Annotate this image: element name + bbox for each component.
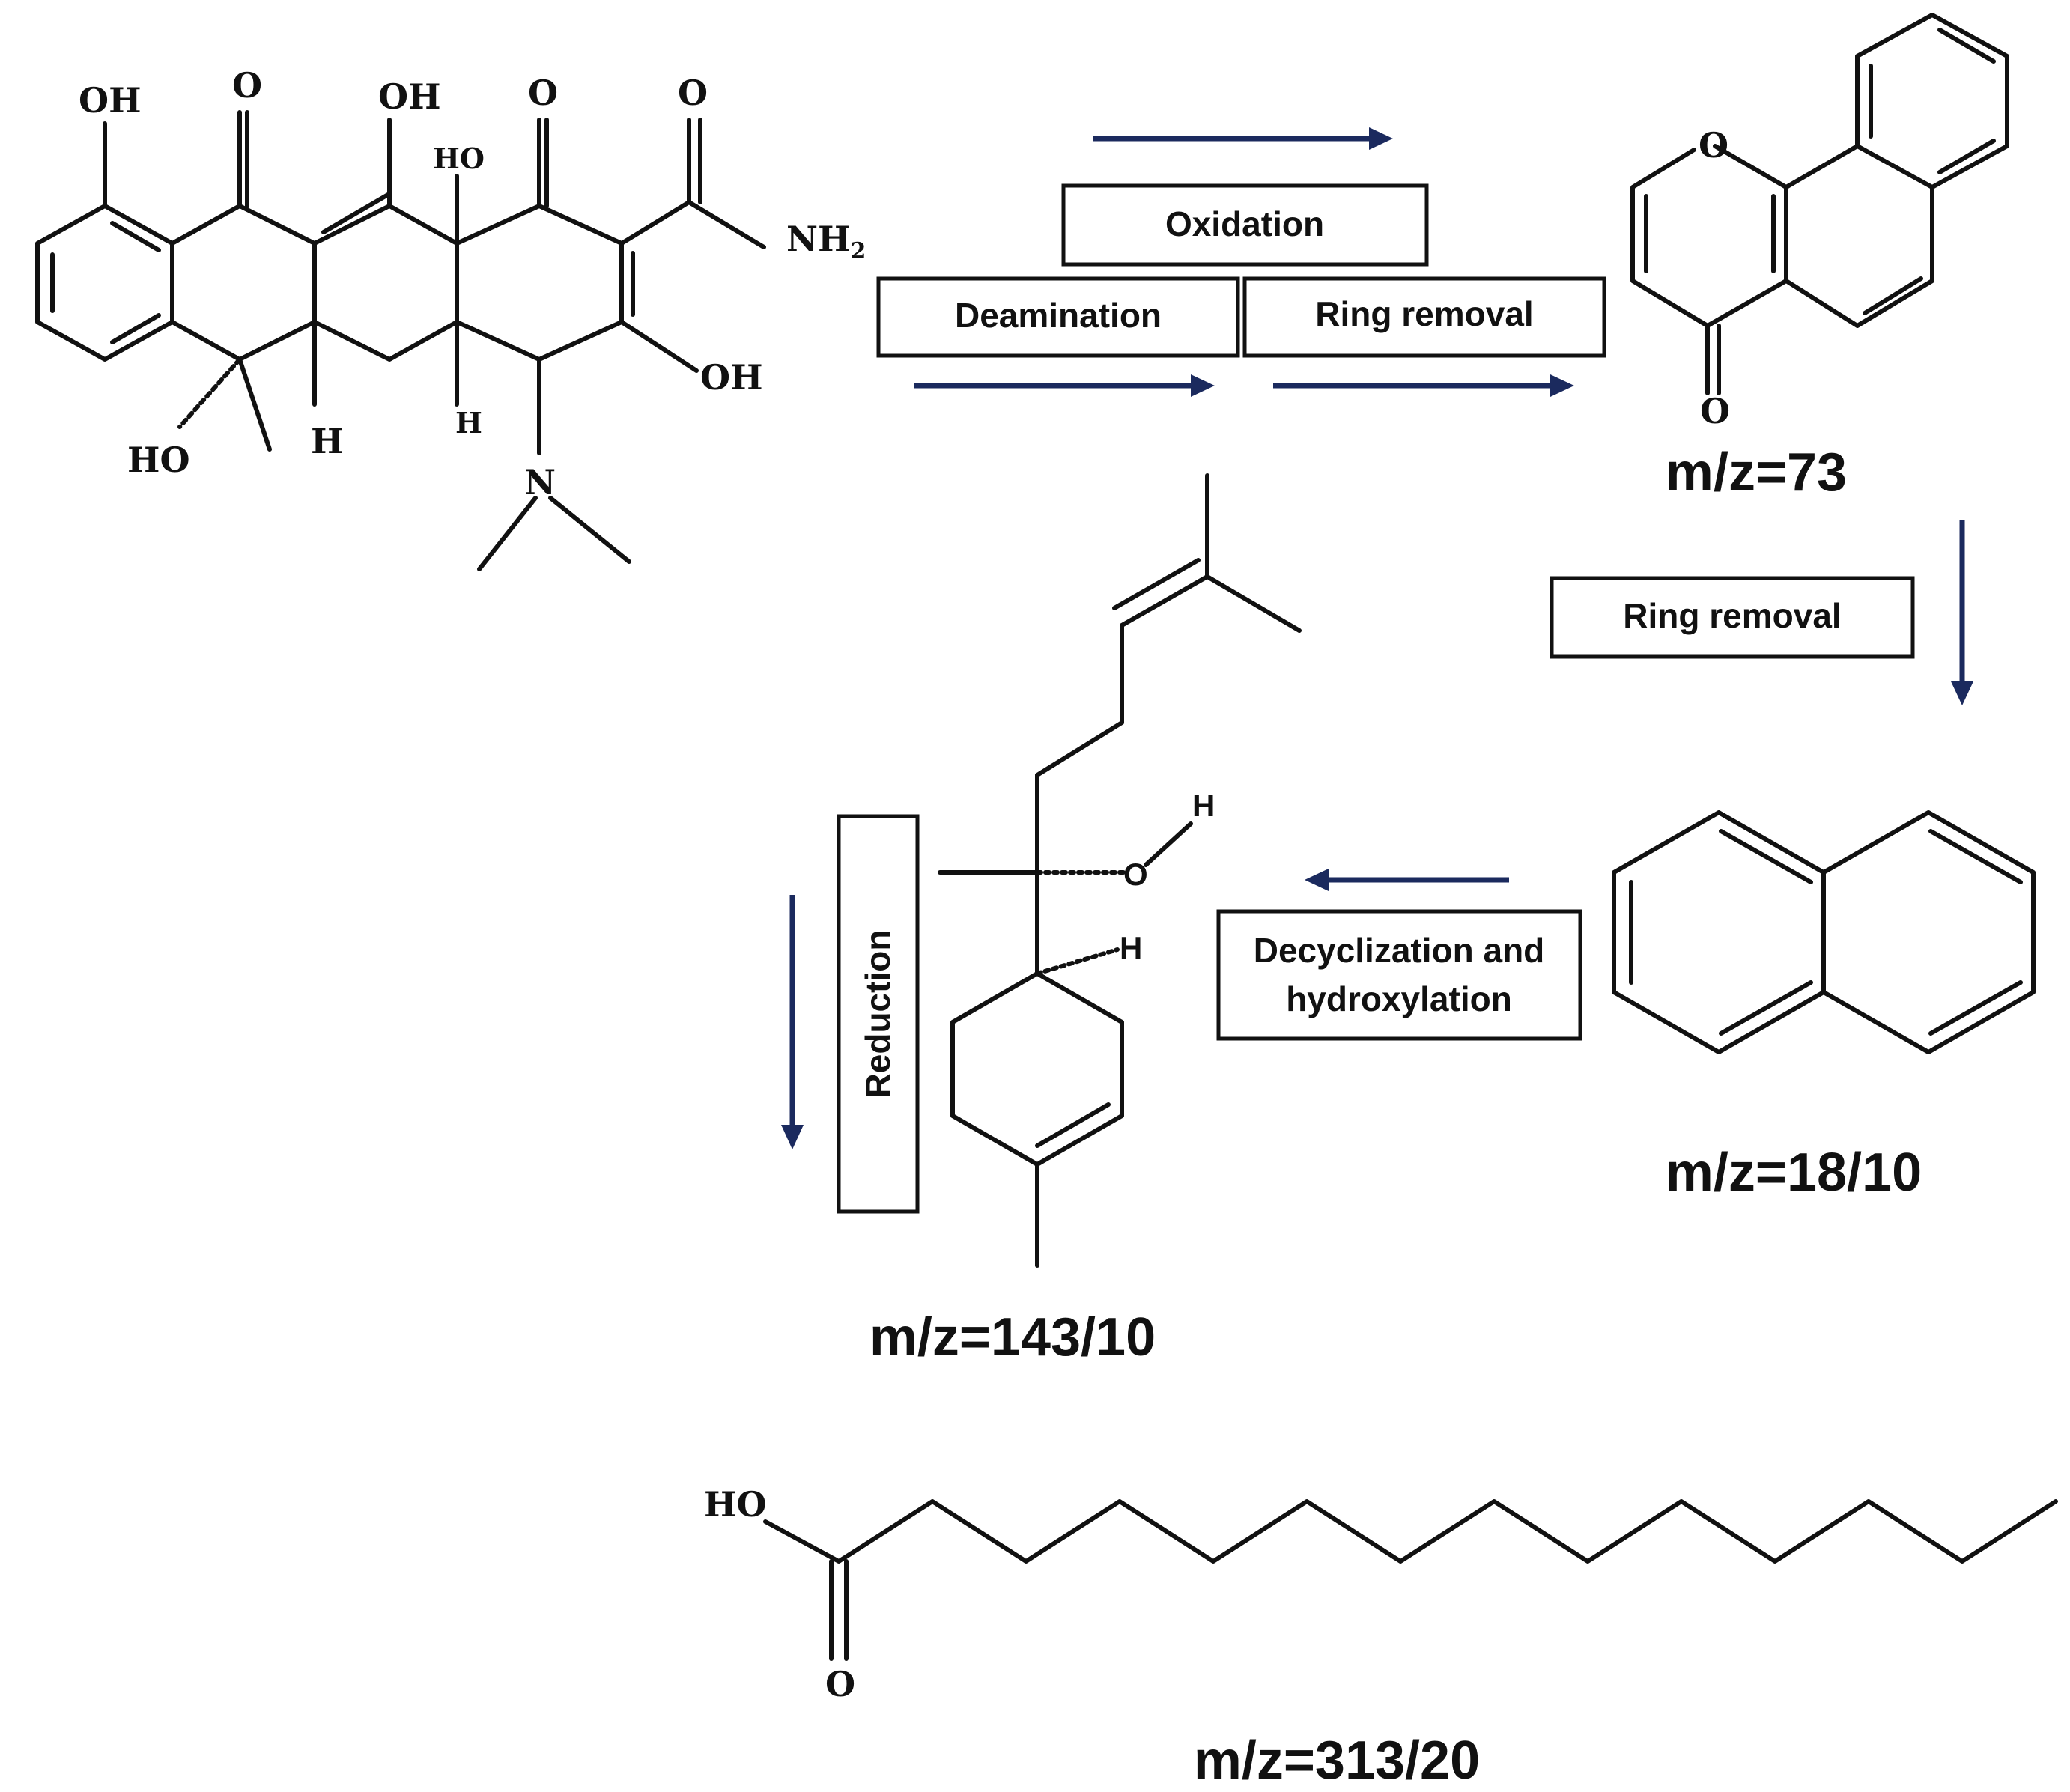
product-mz-313-20-label: m/z=313/20 bbox=[1194, 1731, 1480, 1791]
tetracycline-o-label: O bbox=[232, 65, 262, 106]
deamination-arrow bbox=[914, 374, 1215, 397]
ring-removal-step-box bbox=[1242, 276, 1606, 358]
ring-removal-arrow bbox=[1273, 374, 1574, 397]
product-mz-143-10-label: m/z=143/10 bbox=[869, 1307, 1156, 1367]
product-mz-73-label: m/z=73 bbox=[1666, 443, 1847, 502]
terpene-oxygen-label: O bbox=[1123, 857, 1148, 892]
deamination-step-label: Deamination bbox=[955, 296, 1162, 335]
tetracycline-oh-label: OH bbox=[79, 80, 142, 121]
fatty-acid-structure: HO O bbox=[704, 1484, 2058, 1704]
decyclization-step-label-line1: Decyclization and bbox=[1254, 931, 1545, 970]
ring-removal-step-label: Ring removal bbox=[1315, 294, 1533, 333]
tetracycline-o-label: O bbox=[678, 73, 708, 113]
decyclization-step-label-line2: hydroxylation bbox=[1286, 979, 1512, 1018]
oxidation-arrow bbox=[1093, 127, 1393, 150]
decyclization-arrow bbox=[1305, 869, 1509, 891]
decyclization-step-box bbox=[1216, 909, 1582, 1041]
naphthalene-structure bbox=[1612, 810, 2036, 1054]
tetracycline-oh-label: OH bbox=[700, 357, 763, 398]
ring-removal-step-label: Ring removal bbox=[1623, 596, 1841, 635]
reduction-step-box bbox=[837, 814, 920, 1214]
tetracycline-ho-label: HO bbox=[127, 440, 190, 480]
ring-removal-down-arrow bbox=[1951, 520, 1973, 705]
tetracycline-h-label: H bbox=[311, 421, 343, 461]
terpene-hydroxyl-h-label: H bbox=[1192, 788, 1215, 823]
oxidation-step-box bbox=[1061, 183, 1429, 267]
tetracycline-n-label: N bbox=[524, 462, 556, 502]
ring-removal-step-box bbox=[1550, 576, 1915, 659]
tetracycline-oh-label: OH bbox=[378, 76, 441, 117]
reduction-arrow bbox=[781, 895, 804, 1149]
tetracycline-nh2-label: NH2 bbox=[786, 219, 866, 264]
benzochromone-structure: O O bbox=[1630, 13, 2009, 431]
tetracycline-structure: OH O OH HO O O NH2 OH HO H H N bbox=[35, 65, 866, 571]
terpene-alcohol-structure: H O H bbox=[938, 473, 1302, 1268]
tetracycline-ho-label: HO bbox=[433, 142, 485, 175]
acid-carbonyl-oxygen-label: O bbox=[825, 1664, 855, 1704]
tetracycline-h-label: H bbox=[455, 406, 482, 440]
acid-hydroxyl-label: HO bbox=[704, 1484, 767, 1525]
chromone-carbonyl-oxygen-label: O bbox=[1700, 391, 1730, 431]
deamination-step-box bbox=[876, 276, 1240, 358]
tetracycline-o-label: O bbox=[528, 73, 558, 113]
product-mz-18-10-label: m/z=18/10 bbox=[1666, 1143, 1922, 1203]
reduction-step-label: Reduction bbox=[858, 930, 897, 1099]
oxidation-step-label: Oxidation bbox=[1165, 204, 1324, 243]
chromone-ring-oxygen-label: O bbox=[1699, 125, 1728, 165]
terpene-stereo-h-label: H bbox=[1120, 930, 1142, 965]
